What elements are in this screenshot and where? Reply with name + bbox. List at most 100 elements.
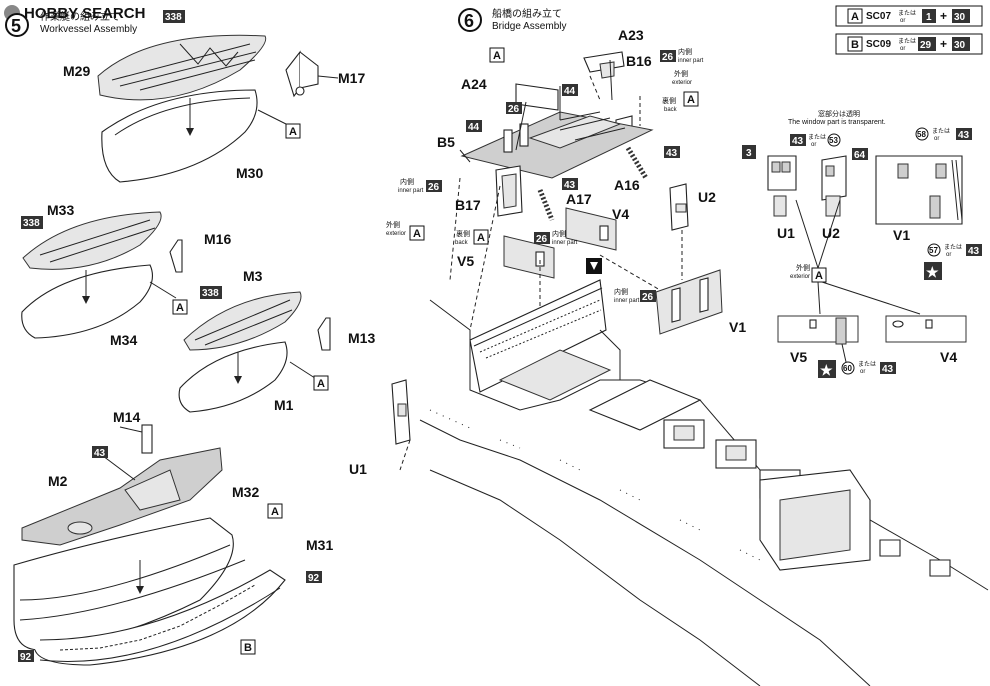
part-m14 [141, 424, 153, 454]
color-badge-26-a [660, 50, 676, 62]
svg-text:A: A [477, 232, 485, 244]
detail-u2 [821, 155, 847, 201]
part-m16 [169, 239, 183, 273]
label-b17: B17 [455, 197, 481, 213]
detail-label-u1: U1 [777, 225, 795, 241]
part-m2 [21, 447, 223, 546]
svg-text:exterior: exterior [790, 274, 810, 280]
key-a-a23 [489, 47, 505, 63]
svg-text:back: back [664, 107, 678, 113]
color-badge-338-a [163, 10, 185, 23]
label-a17: A17 [566, 191, 592, 207]
svg-text:B: B [851, 39, 859, 51]
svg-text:26: 26 [428, 182, 440, 193]
legend-row-a [835, 5, 983, 27]
window-note-jp: 窓部分は透明 [818, 109, 860, 118]
watermark-text: HOBBY SEARCH [24, 5, 145, 22]
svg-text:裏側: 裏側 [662, 96, 676, 105]
deck-block-1 [498, 349, 612, 401]
watermark-logo: HOBBY SEARCH [4, 5, 145, 22]
badge-92-a-text: 92 [308, 573, 320, 584]
color-badge-92-a [306, 571, 322, 583]
label-a24: A24 [461, 76, 487, 92]
label-m30: M30 [236, 165, 263, 181]
color-badge-26-b [506, 102, 522, 114]
v4-v5-detail: 外側 exterior A [777, 263, 967, 345]
step5-heading: 5 作業艇の組み立て Workvessel Assembly [5, 10, 137, 37]
key-a-m16 [172, 299, 188, 315]
svg-text:43: 43 [666, 148, 678, 159]
svg-text:or: or [946, 252, 951, 258]
svg-text:または: または [944, 244, 962, 251]
svg-text:58: 58 [917, 130, 926, 139]
key-a-m17-text: A [289, 126, 297, 138]
label-m32: M32 [232, 484, 259, 500]
label-u2: U2 [698, 189, 716, 205]
svg-text:SC09: SC09 [866, 39, 891, 50]
part-v1 [655, 269, 723, 335]
label-u1: U1 [349, 461, 367, 477]
badge-43-m2-text: 43 [94, 448, 106, 459]
window-detail-inset: 窓部分は透明 The window part is transparent. [767, 109, 963, 269]
svg-text:★: ★ [926, 264, 939, 280]
svg-text:A: A [493, 50, 501, 62]
badge-338-a-text: 338 [165, 12, 182, 23]
svg-text:内側: 内側 [552, 229, 566, 238]
detail-v1 [875, 155, 963, 225]
svg-text:26: 26 [642, 292, 654, 303]
key-a-detail [811, 267, 827, 283]
label-m14: M14 [113, 409, 140, 425]
svg-text:外側: 外側 [674, 69, 688, 78]
svg-text:+: + [940, 9, 947, 23]
color-badge-26-e [640, 290, 656, 302]
key-a-m13 [313, 375, 329, 391]
svg-text:26: 26 [508, 104, 520, 115]
step6-number: 6 [464, 11, 474, 31]
svg-text:inner part: inner part [398, 188, 424, 194]
color-badge-26-c [426, 180, 442, 192]
boat-m33-m34-group [21, 211, 183, 339]
svg-text:43: 43 [564, 180, 576, 191]
detail-u1 [767, 155, 797, 191]
key-b-m31 [240, 639, 256, 655]
part-m13 [317, 317, 331, 351]
part-m31 [34, 569, 286, 666]
svg-text:inner part: inner part [552, 240, 578, 246]
color-badge-43-a [664, 146, 680, 158]
star-marker-b [818, 360, 836, 378]
svg-text:外側: 外側 [796, 263, 810, 272]
svg-text:or: or [860, 369, 865, 375]
detail-label-v1: V1 [893, 227, 910, 243]
label-m16: M16 [204, 231, 231, 247]
detail-label-u2: U2 [822, 225, 840, 241]
svg-text:inner part: inner part [678, 58, 704, 64]
svg-text:or: or [811, 142, 816, 148]
svg-text:back: back [455, 240, 469, 246]
svg-text:+: + [940, 37, 947, 51]
label-v1: V1 [729, 319, 746, 335]
ship-hull [419, 279, 989, 686]
part-a17-spring [537, 189, 555, 221]
step5-number: 5 [11, 16, 21, 36]
label-m31: M31 [306, 537, 333, 553]
svg-text:60: 60 [843, 364, 852, 373]
svg-text:exterior: exterior [386, 231, 406, 237]
color-badge-44-a [562, 84, 578, 96]
badge-338-c-text: 338 [202, 288, 219, 299]
svg-text:or: or [934, 136, 939, 142]
svg-text:30: 30 [954, 12, 966, 23]
color-badge-338-c [200, 286, 222, 299]
key-a-m13-text: A [317, 378, 325, 390]
step6-title-jp: 船橋の組み立て [492, 7, 562, 20]
svg-text:内側: 内側 [678, 47, 692, 56]
svg-text:26: 26 [662, 52, 674, 63]
star-marker-a [924, 262, 942, 280]
color-badge-43-c [790, 134, 806, 146]
color-badge-43-e [966, 244, 982, 256]
svg-text:or: or [900, 46, 905, 52]
part-m30-hull [101, 89, 258, 183]
svg-text:裏側: 裏側 [456, 229, 470, 238]
detail-label-v4: V4 [940, 349, 957, 365]
svg-text:A: A [851, 11, 859, 23]
label-m13: M13 [348, 330, 375, 346]
